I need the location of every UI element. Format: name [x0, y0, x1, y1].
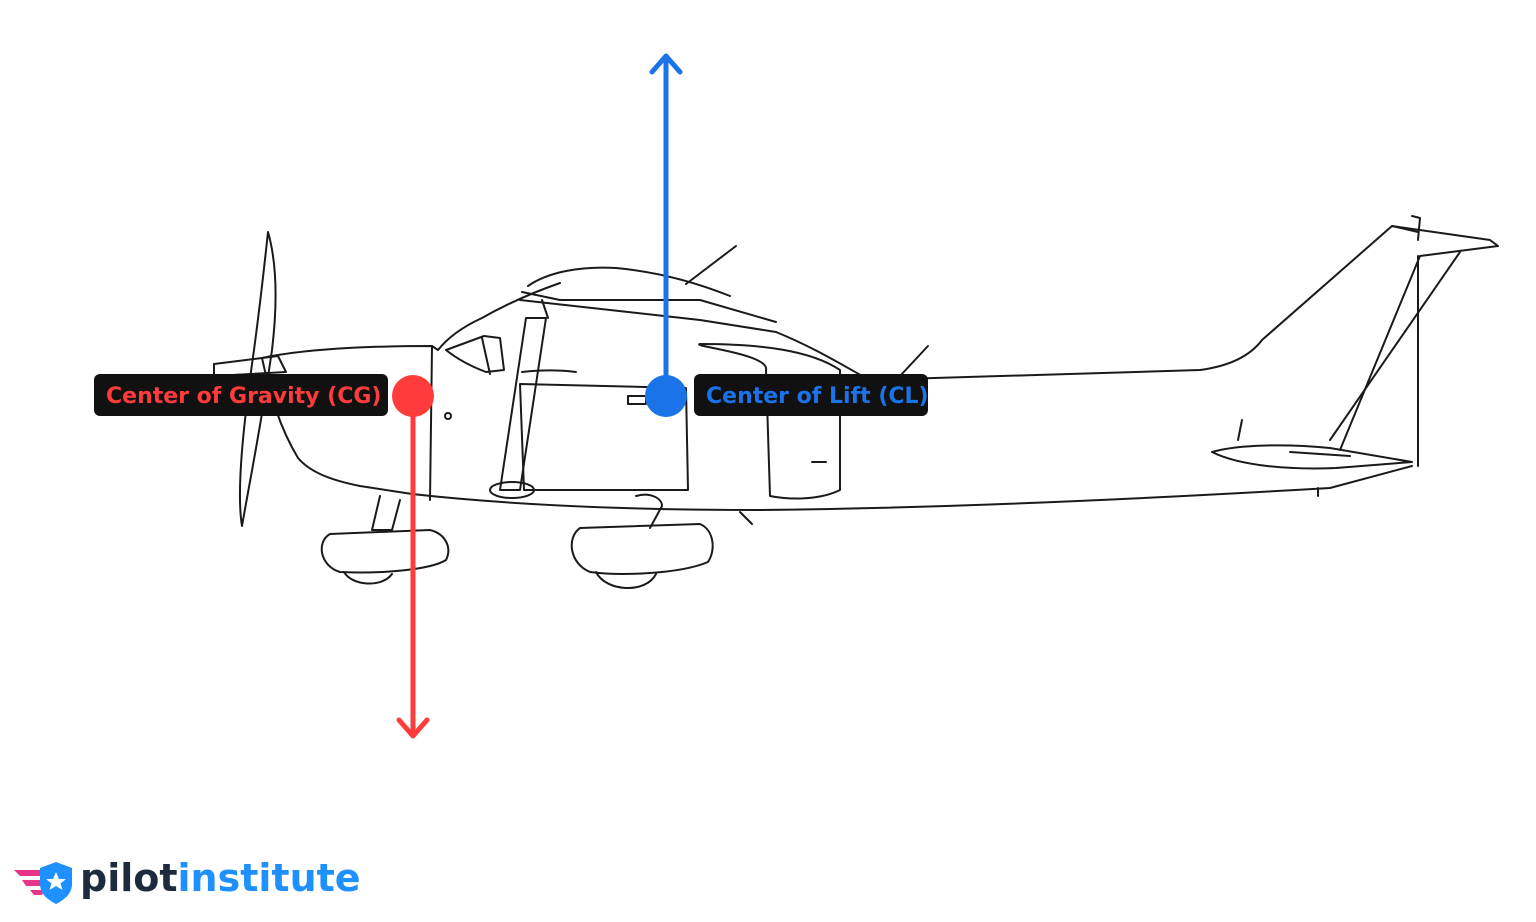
- pilot-institute-logo: pilotinstitute: [14, 856, 361, 904]
- weight-force-arrow: [396, 393, 430, 739]
- nose-gear: [320, 495, 450, 585]
- wing-strut: [489, 299, 549, 499]
- antenna-icon: [685, 245, 929, 377]
- center-of-lift-marker: [645, 375, 687, 417]
- lift-force-arrow: [649, 53, 683, 399]
- center-of-lift-label-box: Center of Lift (CL): [694, 374, 929, 416]
- fuselage: [261, 225, 1419, 511]
- svg-text:pilotinstitute: pilotinstitute: [80, 856, 361, 900]
- center-of-gravity-label-box: Center of Gravity (CG): [94, 374, 388, 416]
- center-of-gravity-label: Center of Gravity (CG): [106, 384, 381, 409]
- propeller-icon: [213, 231, 287, 527]
- airplane-drawing: [213, 215, 1499, 589]
- winged-star-shield-icon: [14, 862, 72, 904]
- tail-assembly: [1211, 215, 1499, 497]
- brand-name-pilot: pilot: [80, 856, 178, 900]
- main-gear: [570, 493, 753, 589]
- center-of-lift-label: Center of Lift (CL): [706, 384, 929, 409]
- brand-name-institute: institute: [178, 856, 361, 900]
- center-of-gravity-marker: [392, 375, 434, 417]
